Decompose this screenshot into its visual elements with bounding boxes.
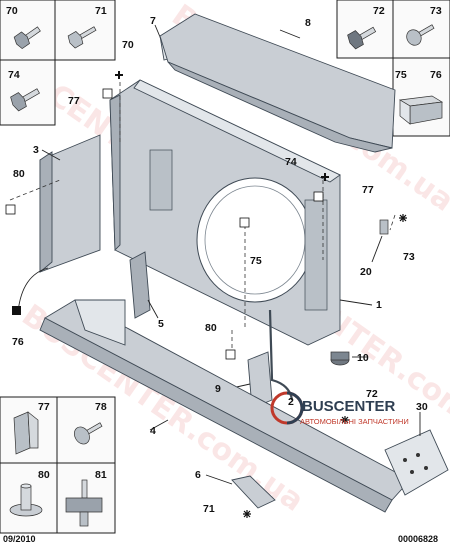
box-81: 81: [56, 462, 116, 534]
callout-77b: 77: [362, 184, 374, 196]
callout-3: 3: [33, 144, 39, 156]
callout-76-box: 76: [430, 69, 442, 81]
callout-80b: 80: [205, 322, 217, 334]
footer-date: 09/2010: [3, 534, 36, 544]
square-marker-icon: [102, 88, 113, 99]
stud-icon: [65, 479, 103, 527]
callout-74: 74: [285, 156, 297, 168]
bolt-icon: [67, 26, 97, 49]
box-73: 73: [392, 0, 450, 59]
star-marker-icon: [243, 510, 251, 518]
part-6-bracket: [205, 474, 276, 509]
callout-75-box: 75: [395, 69, 407, 81]
callout-20: 20: [360, 266, 372, 278]
box-72: 72: [336, 0, 394, 59]
square-marker-icon: [225, 349, 236, 360]
callout-81-box: 81: [95, 469, 107, 481]
callout-4: 4: [150, 425, 156, 437]
part-10-mount: [330, 351, 368, 366]
bolt-icon: [406, 24, 435, 46]
clip-icon: [398, 95, 444, 125]
box-75-76: 75 76: [392, 57, 450, 137]
part-2-hook: [268, 309, 294, 401]
callout-71: 71: [203, 503, 215, 515]
brand-tagline: АВТОМОБІЛЬНІ ЗАПЧАСТИНИ: [300, 417, 409, 426]
square-marker-icon: [12, 306, 21, 315]
callout-7: 7: [150, 15, 156, 27]
bolt-icon: [10, 88, 40, 112]
rivet-icon: [9, 483, 43, 517]
part-4-beam: [39, 299, 411, 513]
bolt-icon: [13, 26, 41, 50]
callout-77-box: 77: [38, 401, 50, 413]
callout-78-box: 78: [95, 401, 107, 413]
square-marker-icon: [5, 204, 16, 215]
callout-80a: 80: [13, 168, 25, 180]
box-70: 70: [0, 0, 56, 61]
square-marker-icon: [239, 217, 250, 228]
callout-76: 76: [12, 336, 24, 348]
callout-70-box: 70: [6, 5, 18, 17]
callout-6: 6: [195, 469, 201, 481]
footer-code: 00006828: [398, 534, 438, 544]
part-1-front-panel: [109, 79, 373, 346]
box-78: 78: [56, 396, 116, 464]
brand-name: BUSCENTER: [302, 398, 396, 415]
callout-5: 5: [158, 318, 164, 330]
box-77: 77: [0, 396, 58, 464]
part-20-clip: [371, 219, 389, 263]
box-74: 74: [0, 59, 56, 126]
callout-75: 75: [250, 255, 262, 267]
star-marker-icon: [341, 416, 349, 424]
bolt-icon: [347, 26, 377, 50]
square-marker-icon: [313, 191, 324, 202]
box-80: 80: [0, 462, 58, 534]
callout-2: 2: [288, 396, 294, 408]
part-3-air-guide: [39, 134, 101, 273]
callout-73-box: 73: [430, 5, 442, 17]
callout-8: 8: [305, 17, 311, 29]
plus-marker-icon: [115, 71, 123, 79]
brand-logo: BUSCENTER АВТОМОБІЛЬНІ ЗАПЧАСТИНИ: [270, 391, 409, 426]
part-30-module: [384, 412, 449, 496]
callout-73: 73: [403, 251, 415, 263]
bolt-icon: [74, 422, 103, 445]
callout-1: 1: [376, 299, 382, 311]
callout-80-box: 80: [38, 469, 50, 481]
callout-30: 30: [416, 401, 428, 413]
callout-71-box: 71: [95, 5, 107, 17]
star-marker-icon: [399, 214, 407, 222]
callout-72-box: 72: [373, 5, 385, 17]
plus-marker-icon: [321, 173, 329, 181]
callout-9: 9: [215, 383, 221, 395]
dashed-guides: [9, 82, 396, 352]
box-71: 71: [54, 0, 116, 61]
callout-10: 10: [357, 352, 369, 364]
callout-77a: 77: [68, 95, 80, 107]
callout-74-box: 74: [8, 69, 20, 81]
clip-icon: [13, 411, 39, 455]
part-8-deflector: [159, 13, 396, 153]
callout-72: 72: [366, 388, 378, 400]
part-5-bracket: [129, 251, 159, 319]
callout-70: 70: [122, 39, 134, 51]
